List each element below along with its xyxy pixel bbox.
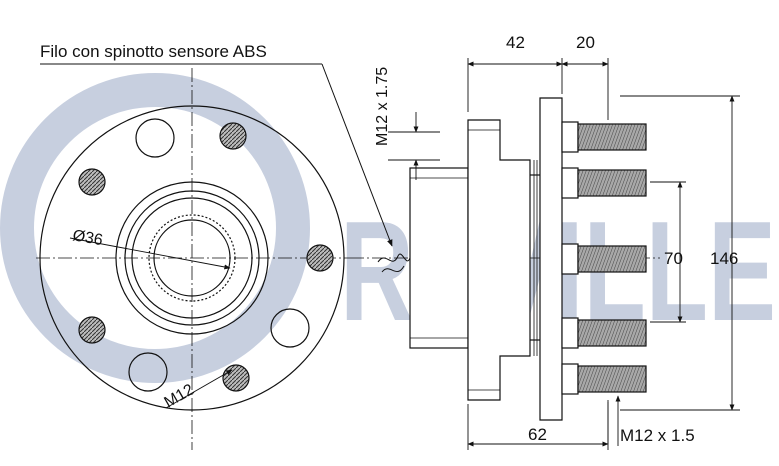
spline-circle <box>148 214 236 302</box>
bearing-housing <box>409 167 469 349</box>
stud-lower <box>561 317 647 349</box>
threaded-hole <box>306 244 334 272</box>
dimension-lines <box>388 58 740 450</box>
abs-wire <box>377 253 411 263</box>
diameter-leader <box>69 237 231 270</box>
stud-bottom <box>561 363 647 395</box>
bore-diameter-label: Ø36 <box>71 227 104 249</box>
threaded-hole <box>78 168 106 196</box>
dim-42-label: 42 <box>506 33 525 52</box>
thread-top-label: M12 x 1.75 <box>374 67 391 146</box>
hub-plate <box>539 97 563 421</box>
watermark-ring <box>0 73 310 383</box>
bolt-hole <box>128 352 168 392</box>
abs-leader <box>321 63 393 247</box>
dim-146-label: 146 <box>710 249 738 268</box>
dim-70-label: 70 <box>664 249 683 268</box>
ruville-watermark: RUVILLE <box>0 73 776 383</box>
bolt-hole <box>270 308 310 348</box>
abs-wire-2 <box>381 265 405 273</box>
bore-circle <box>153 219 231 297</box>
stud-upper <box>561 167 647 199</box>
threaded-hole <box>219 122 247 150</box>
dim-62-label: 62 <box>528 425 547 444</box>
side-view <box>350 97 660 421</box>
bolt-hole <box>135 118 175 158</box>
stud-top <box>561 121 647 153</box>
abs-sensor-label: Filo con spinotto sensore ABS <box>40 42 267 61</box>
threaded-hole <box>78 316 106 344</box>
threaded-hole <box>222 364 250 392</box>
dim-20-label: 20 <box>576 33 595 52</box>
hub-ring <box>124 190 260 326</box>
stud-thread-label: M12 x 1.5 <box>620 426 695 445</box>
mount-flange <box>467 119 531 401</box>
flange-outline <box>39 105 345 411</box>
hub-inner-ring <box>131 197 253 319</box>
front-view <box>36 68 350 450</box>
hub-outer-circle <box>115 181 269 335</box>
stud-middle <box>561 243 647 275</box>
m12-leader <box>165 369 233 409</box>
